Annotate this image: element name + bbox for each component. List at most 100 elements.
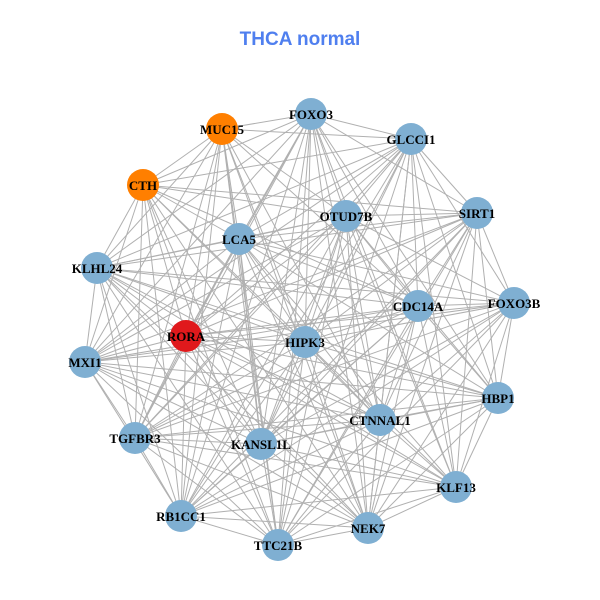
- node-circle[interactable]: [245, 428, 277, 460]
- edge-FOXO3-SIRT1: [310, 113, 478, 214]
- edge-RORA-RB1CC1: [180, 335, 187, 517]
- edge-LCA5-HBP1: [238, 238, 499, 399]
- edge-RB1CC1-TTC21B: [180, 515, 279, 546]
- edge-GLCCI1-KLHL24: [96, 138, 412, 269]
- node-RORA[interactable]: RORA: [167, 320, 206, 352]
- node-HBP1[interactable]: HBP1: [481, 382, 515, 414]
- node-HIPK3[interactable]: HIPK3: [285, 326, 325, 358]
- node-circle[interactable]: [395, 123, 427, 155]
- node-circle[interactable]: [330, 200, 362, 232]
- edge-HBP1-KLF13: [455, 397, 499, 488]
- node-label: HBP1: [481, 391, 514, 406]
- edge-SIRT1-OTUD7B: [345, 212, 478, 217]
- edge-RORA-KLF13: [185, 335, 457, 488]
- edge-KLF13-RB1CC1: [180, 486, 457, 517]
- edge-CDC14A-MXI1: [84, 305, 419, 363]
- node-circle[interactable]: [295, 98, 327, 130]
- node-CTH[interactable]: CTH: [127, 169, 159, 201]
- edge-CTH-KANSL1L: [142, 184, 262, 445]
- edge-FOXO3-KLF13: [310, 113, 457, 488]
- node-label: TGFBR3: [109, 431, 161, 446]
- edge-MXI1-HBP1: [84, 361, 499, 399]
- edge-KLHL24-HIPK3: [96, 267, 306, 343]
- node-circle[interactable]: [206, 113, 238, 145]
- edge-OTUD7B-NEK7: [345, 215, 369, 529]
- node-circle[interactable]: [119, 422, 151, 454]
- node-KLHL24[interactable]: KLHL24: [72, 252, 123, 284]
- node-circle[interactable]: [81, 252, 113, 284]
- node-circle[interactable]: [440, 471, 472, 503]
- edge-HBP1-RB1CC1: [180, 397, 499, 517]
- edge-FOXO3-RB1CC1: [180, 113, 312, 517]
- node-circle[interactable]: [364, 404, 396, 436]
- node-circle[interactable]: [127, 169, 159, 201]
- edge-KANSL1L-NEK7: [260, 443, 369, 529]
- node-label: SIRT1: [459, 206, 495, 221]
- edge-GLCCI1-CTH: [142, 138, 412, 186]
- edge-MUC15-KLHL24: [96, 128, 223, 269]
- edge-CDC14A-HIPK3: [304, 305, 419, 343]
- edge-MXI1-TTC21B: [84, 361, 279, 546]
- edge-KLHL24-NEK7: [96, 267, 369, 529]
- node-NEK7[interactable]: NEK7: [351, 512, 386, 544]
- edge-MUC15-TGFBR3: [134, 128, 223, 439]
- node-label: KLF13: [436, 480, 476, 495]
- edge-FOXO3B-KANSL1L: [260, 302, 515, 445]
- node-OTUD7B[interactable]: OTUD7B: [320, 200, 373, 232]
- edge-CTH-SIRT1: [142, 184, 478, 214]
- node-circle[interactable]: [262, 529, 294, 561]
- node-circle[interactable]: [461, 197, 493, 229]
- edge-FOXO3-GLCCI1: [310, 113, 412, 140]
- edge-RORA-TTC21B: [185, 335, 279, 546]
- edge-HBP1-TGFBR3: [134, 397, 499, 439]
- node-label: KANSL1L: [231, 437, 291, 452]
- edge-FOXO3B-TTC21B: [277, 302, 515, 546]
- edge-FOXO3-CTNNAL1: [310, 113, 381, 421]
- node-label: LCA5: [222, 232, 256, 247]
- node-label: RORA: [167, 329, 206, 344]
- node-SIRT1[interactable]: SIRT1: [459, 197, 495, 229]
- node-RB1CC1[interactable]: RB1CC1: [156, 500, 206, 532]
- node-circle[interactable]: [170, 320, 202, 352]
- node-KLF13[interactable]: KLF13: [436, 471, 476, 503]
- edge-RORA-NEK7: [185, 335, 369, 529]
- edge-HIPK3-KANSL1L: [260, 341, 306, 445]
- edge-LCA5-CDC14A: [238, 238, 419, 307]
- node-CDC14A[interactable]: CDC14A: [393, 290, 444, 322]
- node-circle[interactable]: [482, 382, 514, 414]
- edge-SIRT1-KLF13: [455, 212, 478, 488]
- edge-CDC14A-KLF13: [417, 305, 457, 488]
- node-circle[interactable]: [498, 287, 530, 319]
- node-GLCCI1[interactable]: GLCCI1: [386, 123, 436, 155]
- node-TTC21B[interactable]: TTC21B: [254, 529, 303, 561]
- node-circle[interactable]: [289, 326, 321, 358]
- node-CTNNAL1[interactable]: CTNNAL1: [349, 404, 411, 436]
- edge-MUC15-MXI1: [84, 128, 223, 363]
- node-circle[interactable]: [223, 223, 255, 255]
- edge-CDC14A-CTNNAL1: [379, 305, 419, 421]
- edge-RORA-HIPK3: [185, 335, 306, 343]
- edge-LCA5-MXI1: [84, 238, 240, 363]
- node-circle[interactable]: [69, 346, 101, 378]
- node-FOXO3[interactable]: FOXO3: [289, 98, 334, 130]
- edge-MUC15-CTNNAL1: [221, 128, 381, 421]
- edge-RORA-MXI1: [84, 335, 187, 363]
- edge-GLCCI1-LCA5: [238, 138, 412, 240]
- node-circle[interactable]: [165, 500, 197, 532]
- node-FOXO3B[interactable]: FOXO3B: [488, 287, 541, 319]
- node-circle[interactable]: [402, 290, 434, 322]
- node-MUC15[interactable]: MUC15: [200, 113, 245, 145]
- edge-GLCCI1-TTC21B: [277, 138, 412, 546]
- node-TGFBR3[interactable]: TGFBR3: [109, 422, 161, 454]
- node-circle[interactable]: [352, 512, 384, 544]
- node-MXI1[interactable]: MXI1: [68, 346, 102, 378]
- edge-CTH-RORA: [142, 184, 187, 337]
- edge-CTNNAL1-TTC21B: [277, 419, 381, 546]
- node-label: FOXO3B: [488, 296, 541, 311]
- edge-HBP1-NEK7: [367, 397, 499, 529]
- node-KANSL1L[interactable]: KANSL1L: [231, 428, 291, 460]
- node-LCA5[interactable]: LCA5: [222, 223, 256, 255]
- edge-CTH-RB1CC1: [142, 184, 182, 517]
- edge-FOXO3B-RB1CC1: [180, 302, 515, 517]
